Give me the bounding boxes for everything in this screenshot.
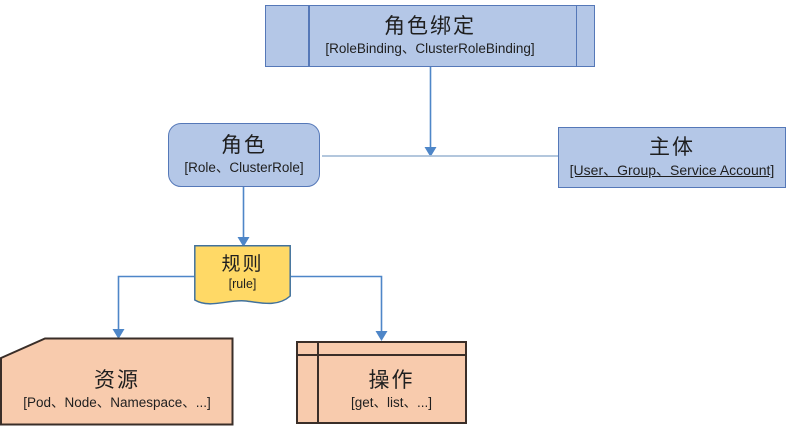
arrowhead-resource bbox=[112, 329, 125, 339]
card-shape bbox=[0, 337, 234, 426]
node-role: 角色 [Role、ClusterRole] bbox=[168, 123, 320, 187]
node-role-binding-subtitle: [RoleBinding、ClusterRoleBinding] bbox=[325, 41, 535, 57]
node-role-binding: 角色绑定 [RoleBinding、ClusterRoleBinding] bbox=[265, 5, 595, 67]
connector-rule-resource bbox=[117, 275, 194, 330]
arrowhead-rolebinding bbox=[424, 147, 437, 157]
node-subject-subtitle: [User、Group、Service Account] bbox=[569, 162, 775, 179]
node-subject: 主体 [User、Group、Service Account] bbox=[558, 127, 786, 188]
node-resource: 资源 [Pod、Node、Namespace、...] bbox=[0, 337, 234, 426]
node-subject-title: 主体 bbox=[649, 136, 695, 160]
connector-rule-operation bbox=[291, 275, 383, 332]
node-rule-title: 规则 bbox=[221, 254, 264, 276]
node-rule-subtitle: [rule] bbox=[228, 276, 257, 291]
node-role-title: 角色 bbox=[221, 133, 267, 157]
divider-left bbox=[308, 6, 310, 66]
divider-top bbox=[298, 354, 465, 356]
divider-right bbox=[575, 6, 577, 66]
divider-left bbox=[317, 343, 319, 422]
node-operation-title: 操作 bbox=[368, 368, 415, 392]
node-rule: 规则 [rule] bbox=[194, 245, 291, 313]
node-resource-subtitle: [Pod、Node、Namespace、...] bbox=[23, 394, 211, 410]
node-role-subtitle: [Role、ClusterRole] bbox=[184, 160, 304, 176]
document-shape bbox=[194, 245, 291, 305]
arrowhead-rule bbox=[237, 237, 250, 247]
node-role-binding-title: 角色绑定 bbox=[384, 14, 476, 38]
node-resource-title: 资源 bbox=[94, 368, 140, 392]
node-operation: 操作 [get、list、...] bbox=[296, 341, 467, 424]
node-operation-subtitle: [get、list、...] bbox=[350, 394, 433, 410]
arrowhead-operation bbox=[375, 331, 388, 341]
